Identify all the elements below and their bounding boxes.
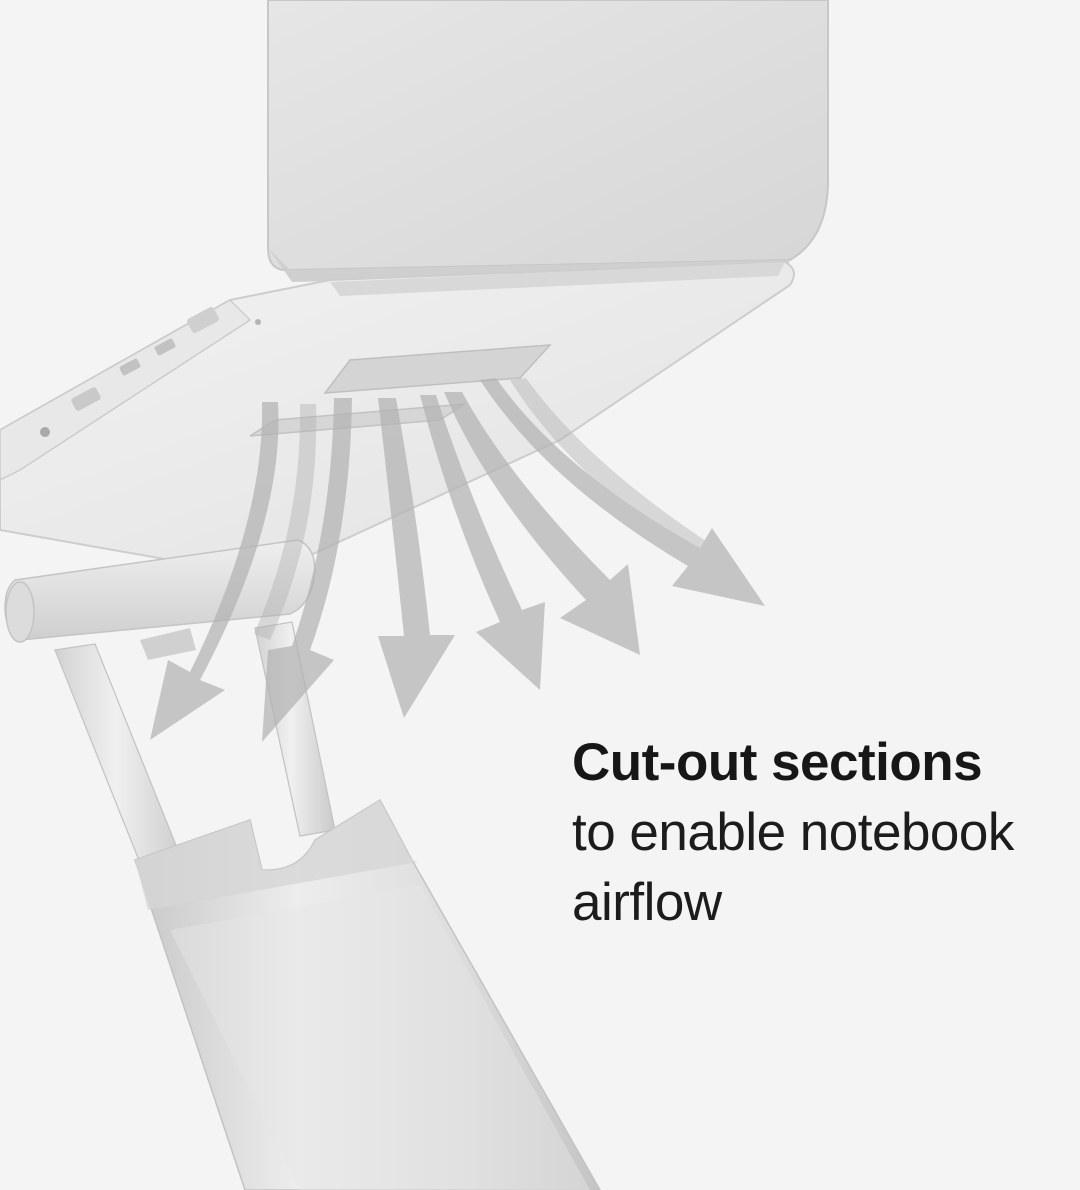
feature-description-line-2: airflow	[572, 873, 722, 932]
feature-caption: Cut-out sections to enable notebook airf…	[572, 728, 1072, 938]
stand-column	[134, 798, 601, 1190]
airflow-arrows	[150, 378, 765, 742]
laptop-lid	[267, 0, 829, 282]
feature-title: Cut-out sections	[572, 733, 983, 792]
feature-description-line-1: to enable notebook	[572, 803, 1014, 862]
